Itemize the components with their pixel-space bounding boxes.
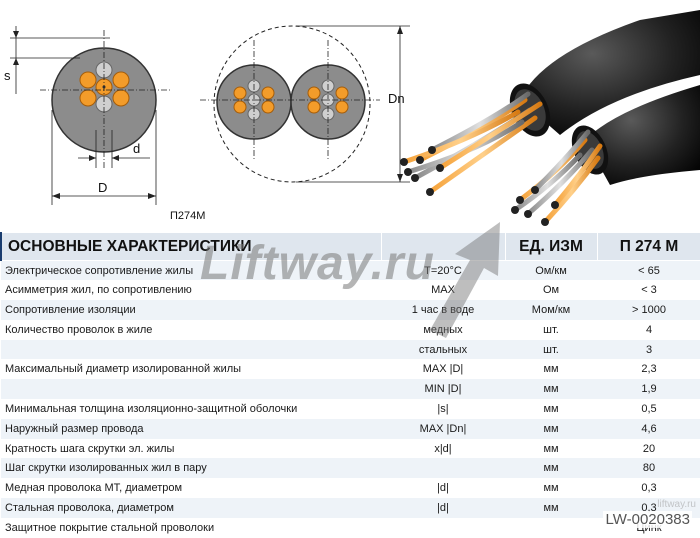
cell-value: 1,9 — [597, 379, 700, 400]
label-D: D — [98, 180, 107, 195]
cell-unit: мм — [505, 399, 597, 419]
cell-condition: T=20°C — [381, 260, 505, 281]
cell-unit: мм — [505, 438, 597, 459]
single-core-section: s d D — [4, 26, 170, 205]
diagram-caption: П274М — [170, 210, 205, 222]
header-characteristics: ОСНОВНЫЕ ХАРАКТЕРИСТИКИ — [0, 232, 382, 261]
cell-unit: Ом/км — [505, 260, 597, 281]
cell-name: Стальная проволока, диаметром — [1, 498, 381, 518]
cell-value: 0,3 — [597, 478, 700, 499]
label-Dn: Dn — [388, 91, 405, 106]
cell-name: Количество проволок в жиле — [1, 319, 381, 340]
product-code: LW-0020383 — [603, 511, 692, 528]
cell-condition: MAX — [381, 280, 505, 301]
label-d: d — [133, 141, 140, 156]
cell-name: Наружный размер провода — [1, 418, 381, 439]
cell-name: Медная проволока МТ, диаметром — [1, 478, 381, 499]
table-header-row: ОСНОВНЫЕ ХАРАКТЕРИСТИКИ ЕД. ИЗМ П 274 М — [0, 232, 700, 261]
cell-condition: 1 час в воде — [381, 300, 505, 320]
cell-name: Шаг скрутки изолированных жил в пару — [1, 458, 381, 479]
cell-value: 4 — [597, 319, 700, 340]
cell-name: Асимметрия жил, по сопротивлению — [1, 280, 381, 301]
cell-unit: шт. — [505, 339, 597, 360]
cell-condition: x|d| — [381, 438, 505, 459]
cell-condition: MIN |D| — [381, 379, 505, 400]
cell-value: 0,5 — [597, 399, 700, 419]
cell-unit: Ом — [505, 280, 597, 301]
label-s: s — [4, 68, 11, 83]
cell-condition: |d| — [381, 498, 505, 518]
cell-unit: мм — [505, 458, 597, 479]
cell-unit: мм — [505, 498, 597, 518]
cell-unit — [505, 517, 597, 538]
cell-value: 80 — [597, 458, 700, 479]
cell-condition: |s| — [381, 399, 505, 419]
header-condition — [380, 232, 506, 261]
cell-value: 3 — [597, 339, 700, 360]
cell-condition: MAX |D| — [381, 359, 505, 380]
cell-value: 4,6 — [597, 418, 700, 439]
cell-name — [1, 379, 381, 400]
cable-photo — [400, 10, 700, 226]
cell-name — [1, 339, 381, 360]
figure-area: s d D — [0, 0, 700, 232]
cell-unit: мм — [505, 418, 597, 439]
cell-condition — [381, 458, 505, 479]
cell-unit: мм — [505, 379, 597, 400]
cell-value: 2,3 — [597, 359, 700, 380]
cell-unit: мм — [505, 359, 597, 380]
table-row: Минимальная толщина изоляционно-защитной… — [1, 399, 700, 419]
cell-name: Сопротивление изоляции — [1, 300, 381, 320]
cell-unit: мм — [505, 478, 597, 499]
cell-name: Максимальный диаметр изолированной жилы — [1, 359, 381, 380]
cell-value: < 3 — [597, 280, 700, 301]
table-row: Защитное покрытие стальной проволокиЦинк — [1, 517, 700, 538]
cell-value: 20 — [597, 438, 700, 459]
spec-table: ОСНОВНЫЕ ХАРАКТЕРИСТИКИ ЕД. ИЗМ П 274 М … — [0, 232, 700, 538]
cell-condition: |d| — [381, 478, 505, 499]
cell-value: > 1000 — [597, 300, 700, 320]
header-value: П 274 М — [596, 232, 700, 261]
header-unit: ЕД. ИЗМ — [504, 232, 598, 261]
watermark-site: liftway.ru — [657, 499, 696, 510]
cell-condition — [381, 517, 505, 538]
cell-unit: Мом/км — [505, 300, 597, 320]
cell-unit: шт. — [505, 319, 597, 340]
cable-diagram: s d D — [4, 10, 700, 226]
cell-name: Минимальная толщина изоляционно-защитной… — [1, 399, 381, 419]
cell-value: < 65 — [597, 260, 700, 281]
cell-name: Кратность шага скрутки эл. жилы — [1, 438, 381, 459]
cell-name: Защитное покрытие стальной проволоки — [1, 517, 381, 538]
cell-condition: стальных — [381, 339, 505, 360]
pair-section: Dn — [200, 25, 410, 183]
cell-condition: MAX |Dn| — [381, 418, 505, 439]
cell-condition: медных — [381, 319, 505, 340]
cell-name: Электрическое сопротивление жилы — [1, 260, 381, 281]
